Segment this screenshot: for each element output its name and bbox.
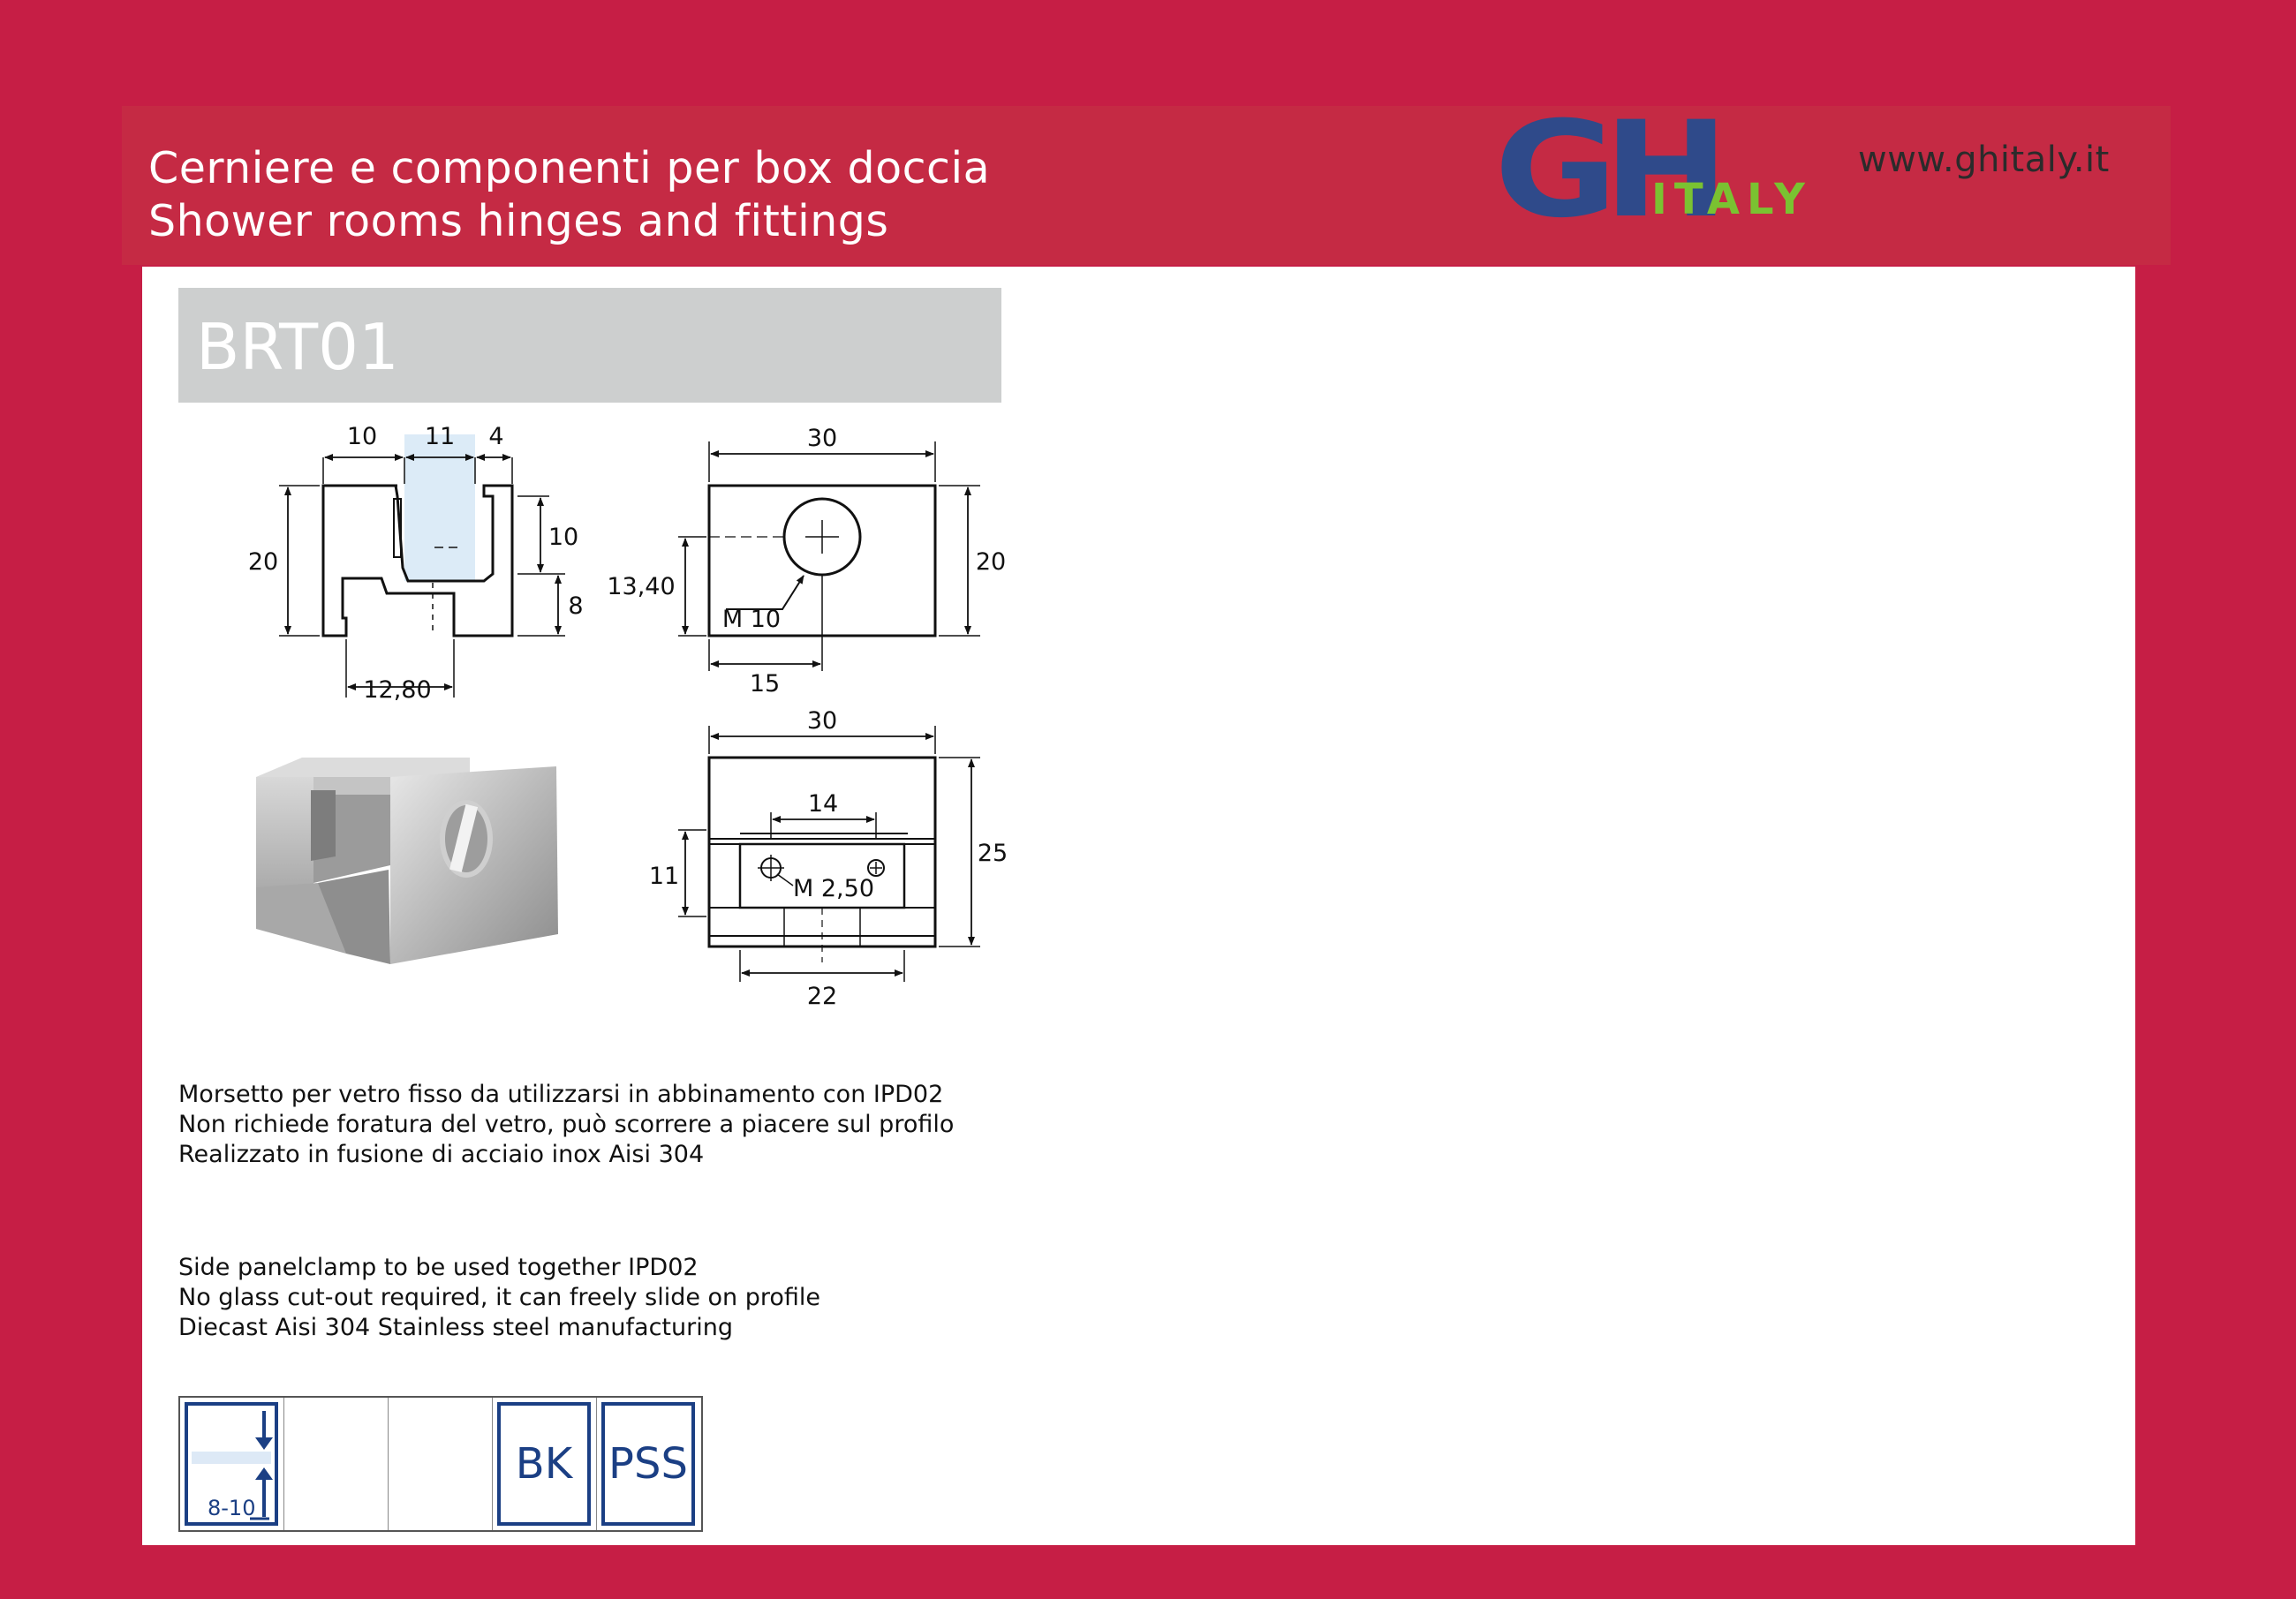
product-code: BRT01 xyxy=(196,310,399,384)
dim-label: 13,40 xyxy=(607,573,675,600)
dim-label: 30 xyxy=(807,425,837,452)
dim-label: 30 xyxy=(807,707,837,735)
dim-label: 8 xyxy=(568,592,583,620)
glass-thickness-cell: 8-10 xyxy=(180,1398,284,1530)
dim-label: 20 xyxy=(248,548,278,576)
dim-label: 15 xyxy=(750,670,780,698)
website-url[interactable]: www.ghitaly.it xyxy=(1858,140,2110,180)
dim-label: 12,80 xyxy=(363,676,431,704)
bottom-view-labels: 30 14 25 11 M 2,50 22 xyxy=(649,707,1008,1010)
header-title-it: Cerniere e componenti per box doccia xyxy=(148,143,991,193)
finish-bk-badge: BK xyxy=(497,1402,591,1526)
dim-label: M 10 xyxy=(722,606,781,633)
dim-label: 14 xyxy=(808,790,838,818)
finish-bk-cell: BK xyxy=(493,1398,597,1530)
header-band xyxy=(122,106,2171,265)
dim-label: 11 xyxy=(649,863,679,890)
finish-pss-cell: PSS xyxy=(597,1398,701,1530)
dim-label: 4 xyxy=(488,423,503,450)
finish-pss-badge: PSS xyxy=(601,1402,695,1526)
gh-italy-logo: GH ITALY xyxy=(1494,109,1812,221)
header-title-en: Shower rooms hinges and fittings xyxy=(148,196,889,246)
product-photo xyxy=(256,758,558,964)
product-code-bar xyxy=(178,288,1001,403)
description-italian: Morsetto per vetro fisso da utilizzarsi … xyxy=(178,1080,954,1170)
empty-icon-cell xyxy=(389,1398,493,1530)
side-view-drawing xyxy=(279,434,565,698)
description-line: Diecast Aisi 304 Stainless steel manufac… xyxy=(178,1314,733,1341)
dim-label: 10 xyxy=(347,423,377,450)
svg-text:GH: GH xyxy=(1494,109,1716,221)
glass-thickness-label: 8-10 xyxy=(208,1496,256,1520)
dim-label: 20 xyxy=(976,548,1006,576)
bottom-view-drawing xyxy=(678,726,980,982)
description-line: Non richiede foratura del vetro, può sco… xyxy=(178,1111,955,1138)
description-line: Morsetto per vetro fisso da utilizzarsi … xyxy=(178,1081,944,1108)
empty-icon-cell xyxy=(284,1398,389,1530)
dim-label: 25 xyxy=(978,840,1008,867)
dim-label: 22 xyxy=(807,983,837,1010)
description-line: Side panelclamp to be used together IPD0… xyxy=(178,1254,699,1281)
dim-label: 10 xyxy=(548,524,578,551)
side-view-labels: 10 11 4 20 10 8 12,80 xyxy=(248,423,584,704)
dim-label: M 2,50 xyxy=(793,875,874,902)
svg-text:ITALY: ITALY xyxy=(1651,175,1812,221)
feature-icons: 8-10 BK PSS xyxy=(178,1396,703,1532)
description-line: Realizzato in fusione di acciaio inox Ai… xyxy=(178,1141,705,1168)
front-view-labels: 30 20 13,40 M 10 15 xyxy=(607,425,1006,698)
front-view-drawing xyxy=(678,441,980,671)
dim-label: 11 xyxy=(425,423,455,450)
description-english: Side panelclamp to be used together IPD0… xyxy=(178,1253,820,1343)
description-line: No glass cut-out required, it can freely… xyxy=(178,1284,821,1311)
glass-thickness-icon: 8-10 xyxy=(185,1402,278,1526)
